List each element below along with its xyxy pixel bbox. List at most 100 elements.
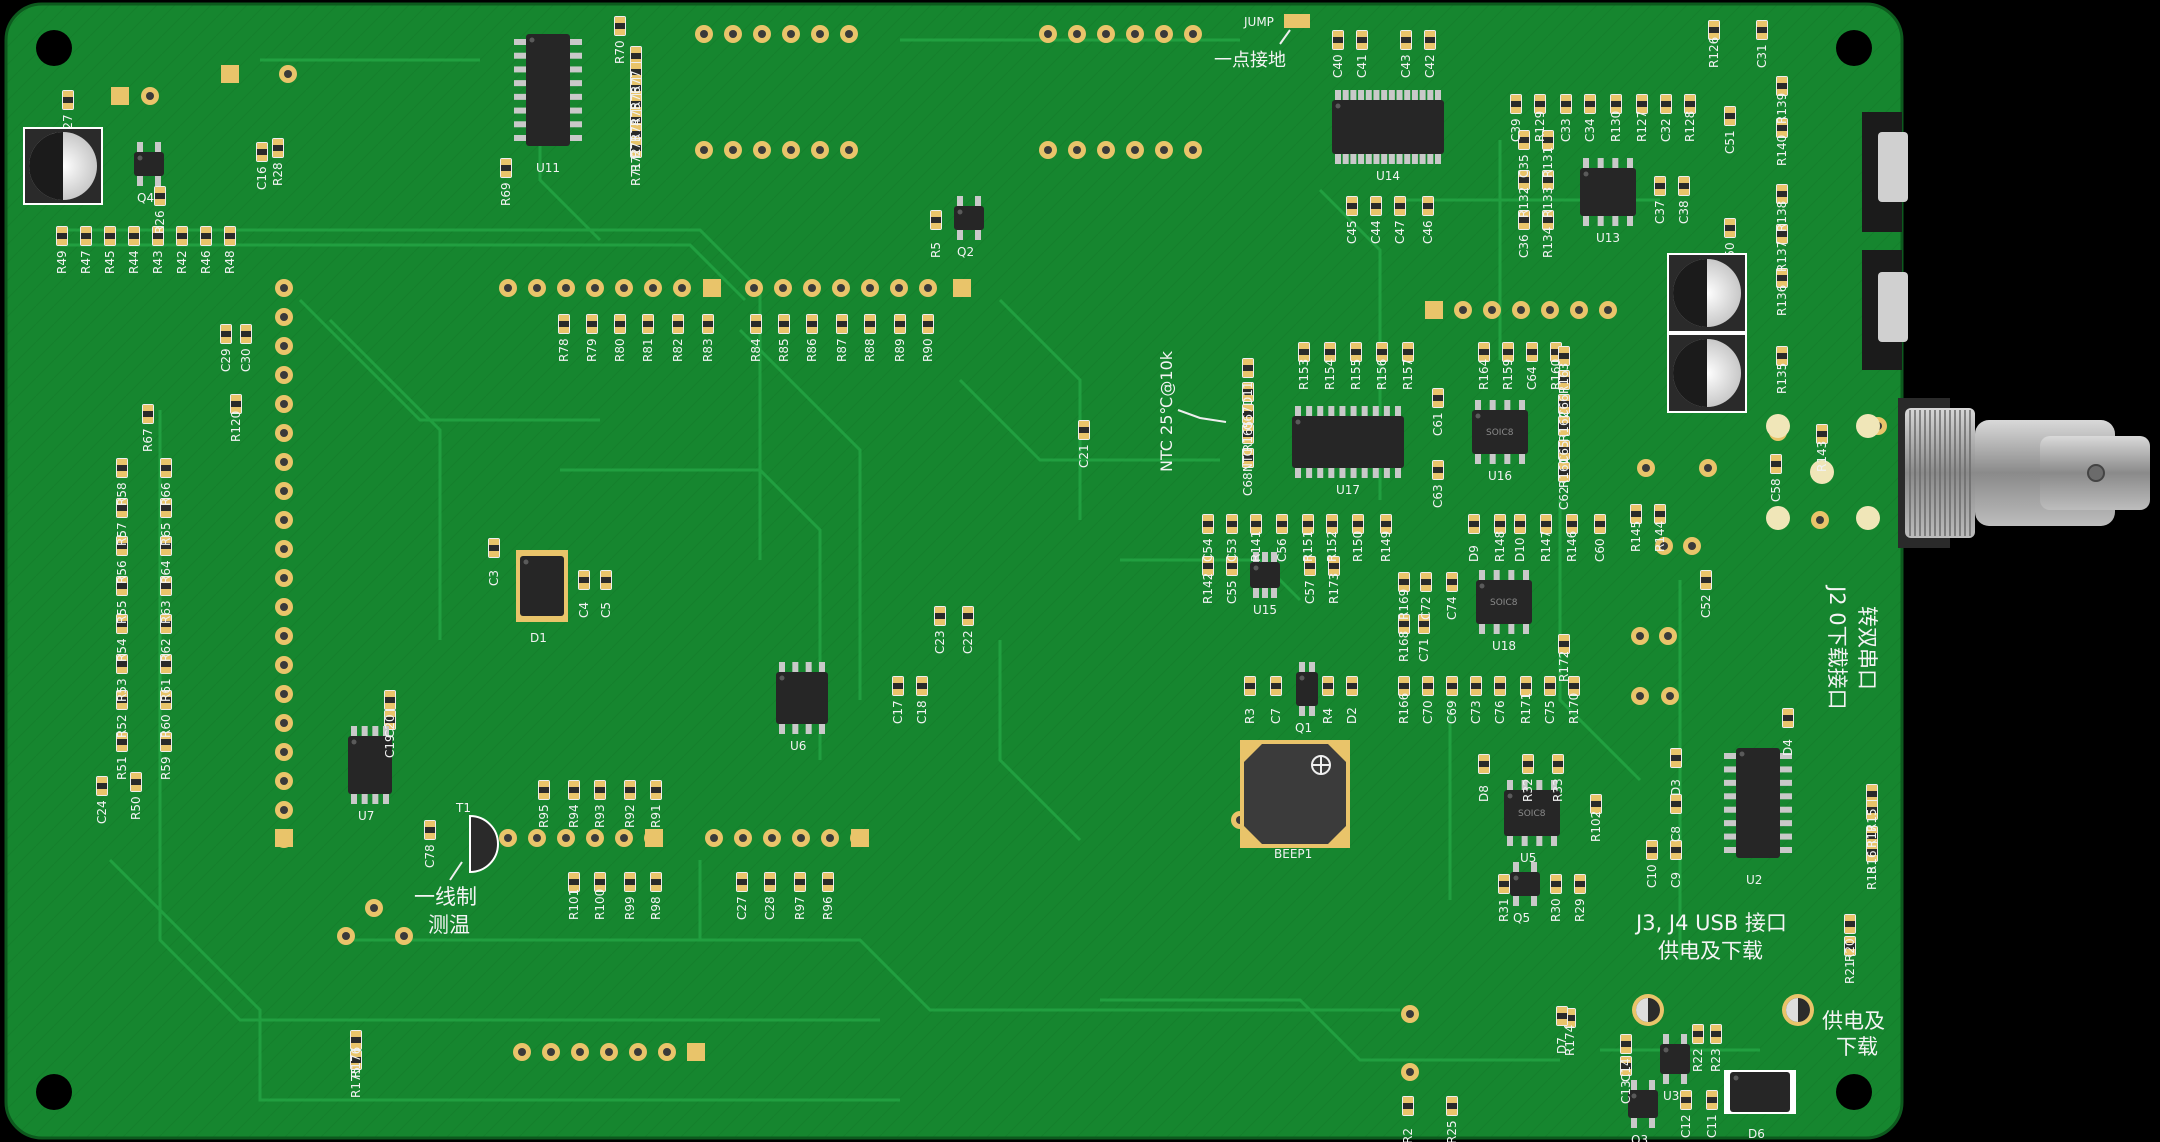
component-d10 (1514, 514, 1526, 534)
trace-20 (998, 640, 1082, 842)
ref-label: R21 (1843, 960, 1857, 984)
component-c73 (1470, 676, 1482, 696)
component-r139 (1776, 76, 1788, 96)
mounting-hole-top-right (1836, 30, 1872, 66)
component-c31 (1756, 20, 1768, 40)
ref-label: R49 (55, 250, 69, 274)
component-c60 (1594, 514, 1606, 534)
header-hole (280, 719, 288, 727)
ref-label: R153 (1297, 359, 1311, 390)
component-r99 (624, 872, 636, 892)
ref-label: C68 (1241, 472, 1255, 496)
chip-ref-label: U13 (1596, 231, 1620, 245)
component-c10 (1646, 840, 1658, 860)
header-hole (634, 1048, 642, 1056)
ref-label: NTC (1241, 448, 1255, 472)
component-r126 (1708, 20, 1720, 40)
ref-label: R159 (1501, 359, 1515, 390)
chip-q3: Q3 (1628, 1080, 1658, 1142)
component-c21 (1078, 420, 1090, 440)
header-hole (1073, 30, 1081, 38)
component-r153 (1298, 342, 1310, 362)
ref-label: C3 (487, 570, 501, 586)
component-c61 (1432, 388, 1444, 408)
ref-label: R72 (629, 148, 643, 172)
ref-label: R137 (1775, 241, 1789, 272)
jump-pad (1284, 14, 1310, 28)
header-hole (576, 1048, 584, 1056)
header-hole (816, 30, 824, 38)
single-point-ground-note: 一点接地 (1214, 50, 1286, 71)
header-hole (826, 834, 834, 842)
component-c4 (578, 570, 590, 590)
component-c70 (1422, 676, 1434, 696)
component-c69 (1446, 676, 1458, 696)
cap-c48 (1667, 333, 1747, 413)
component-d9 (1468, 514, 1480, 534)
ref-label: C51 (1723, 130, 1737, 154)
ref-label: R54 (115, 638, 129, 662)
trace-4 (560, 468, 822, 760)
trace-7 (998, 298, 1082, 520)
component-r133 (1542, 170, 1554, 190)
header-hole (562, 834, 570, 842)
component-d8 (1478, 754, 1490, 774)
power-note-line1: 供电及 (1822, 1009, 1885, 1033)
component-c56 (1276, 514, 1288, 534)
component-r98 (650, 872, 662, 892)
ref-label: C75 (1543, 700, 1557, 724)
chip-ref-label: U17 (1336, 483, 1360, 497)
ref-label: R92 (623, 804, 637, 828)
ref-label: R148 (1493, 531, 1507, 562)
chip-u13: U13 (1580, 158, 1636, 245)
component-r144 (1654, 504, 1666, 524)
header-hole (1575, 306, 1583, 314)
component-c43 (1400, 30, 1412, 50)
ref-label: C23 (933, 630, 947, 654)
ref-label: C42 (1423, 54, 1437, 78)
component-r63 (160, 576, 172, 596)
ref-label: R82 (671, 338, 685, 362)
ntc-note: NTC 25℃@10k (1157, 350, 1176, 472)
ref-label: R99 (623, 896, 637, 920)
via-hole (1406, 1010, 1414, 1018)
component-r66 (160, 458, 172, 478)
ref-label: R23 (1709, 1048, 1723, 1072)
ref-label: C19 (383, 734, 397, 758)
via-hole (1816, 516, 1824, 524)
component-c35 (1518, 130, 1530, 150)
component-r84 (750, 314, 762, 334)
header-hole (280, 574, 288, 582)
component-r141 (1250, 514, 1262, 534)
component-r90 (922, 314, 934, 334)
ref-label: R60 (159, 714, 173, 738)
mounting-hole-bottom-right (1836, 1074, 1872, 1110)
component-r134 (1542, 210, 1554, 230)
ref-label: C33 (1559, 118, 1573, 142)
ref-label: R81 (641, 338, 655, 362)
ref-label: C43 (1399, 54, 1413, 78)
ref-label: R140 (1775, 135, 1789, 166)
component-d4 (1782, 708, 1794, 728)
component-r29 (1574, 874, 1586, 894)
chip-ref-label: Q1 (1295, 721, 1312, 735)
ref-label: R42 (175, 250, 189, 274)
header-hole (678, 284, 686, 292)
component-r157 (1402, 342, 1414, 362)
ref-label: C54 (1201, 538, 1215, 562)
component-r162 (1558, 394, 1570, 414)
ref-label: C27 (735, 896, 749, 920)
ref-label: R173 (1327, 573, 1341, 604)
ref-label: C53 (1225, 538, 1239, 562)
ref-label: R168 (1397, 631, 1411, 662)
header-hole (808, 284, 816, 292)
header-hole (729, 30, 737, 38)
component-r140 (1776, 118, 1788, 138)
component-r48 (224, 226, 236, 246)
header-hole (605, 1048, 613, 1056)
ref-label: R157 (1401, 359, 1415, 390)
component-r81 (642, 314, 654, 334)
ref-label: R61 (159, 678, 173, 702)
component-r56 (116, 536, 128, 556)
